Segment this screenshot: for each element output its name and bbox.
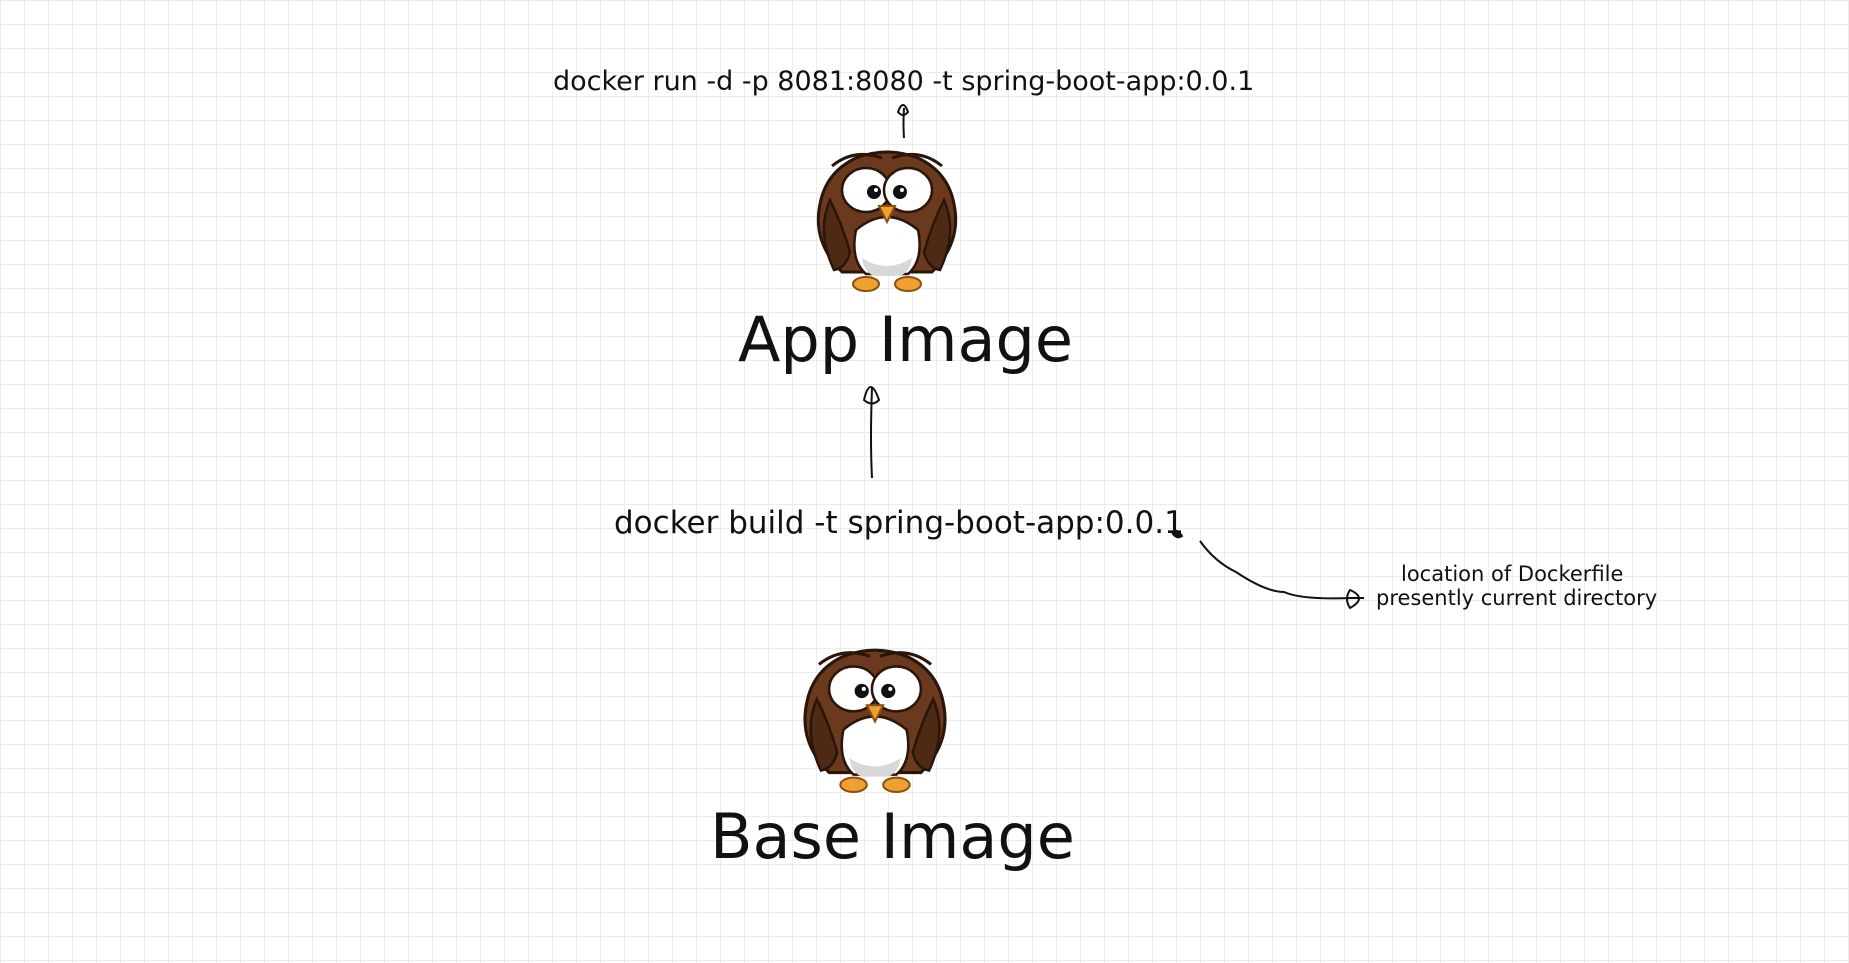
app-image-title: App Image <box>738 303 1074 376</box>
base-image-title: Base Image <box>710 800 1075 873</box>
dockerfile-note-line1: location of Dockerfile <box>1401 562 1624 586</box>
build-command-label: docker build -t spring-boot-app:0.0.1 <box>614 505 1184 541</box>
build-arrow <box>862 386 881 479</box>
dockerfile-note-line2: presently current directory <box>1376 586 1658 610</box>
owl-base-image <box>803 648 947 793</box>
dockerfile-pointer <box>1170 529 1364 610</box>
owl-icon <box>803 648 947 793</box>
run-command-label: docker run -d -p 8081:8080 -t spring-boo… <box>553 66 1255 97</box>
owl-app-image <box>816 150 958 292</box>
run-arrow <box>896 104 910 139</box>
owl-icon <box>816 150 958 292</box>
